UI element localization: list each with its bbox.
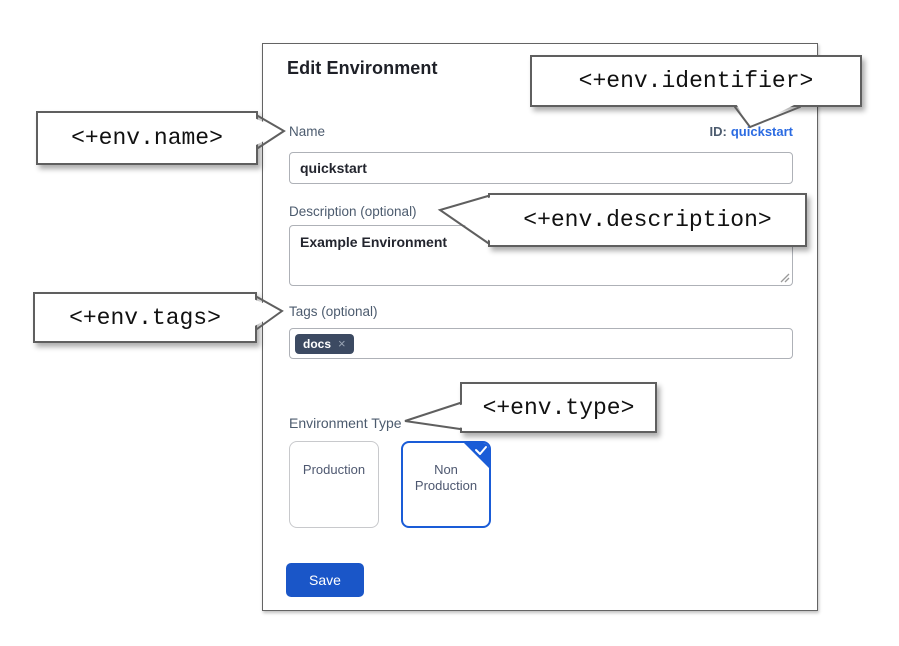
environment-type-options: Production Non Production bbox=[289, 441, 491, 528]
description-label: Description (optional) bbox=[289, 204, 417, 219]
callout-env-type: <+env.type> bbox=[460, 382, 657, 433]
callout-env-identifier-text: <+env.identifier> bbox=[578, 68, 814, 94]
type-card-non-production[interactable]: Non Production bbox=[401, 441, 491, 528]
id-label: ID: bbox=[709, 124, 727, 139]
id-field: ID:quickstart bbox=[710, 124, 793, 139]
callout-env-description-pointer bbox=[437, 195, 492, 244]
callout-env-name-text: <+env.name> bbox=[71, 125, 223, 151]
resize-handle-icon[interactable] bbox=[780, 273, 790, 283]
id-value-link[interactable]: quickstart bbox=[730, 124, 793, 139]
dialog-title: Edit Environment bbox=[287, 58, 438, 78]
tags-input[interactable]: docs × bbox=[289, 328, 793, 359]
callout-env-description-text: <+env.description> bbox=[523, 207, 772, 233]
callout-env-type-pointer bbox=[404, 402, 464, 430]
name-input[interactable] bbox=[289, 152, 793, 184]
selected-corner-badge bbox=[464, 443, 489, 468]
tags-label: Tags (optional) bbox=[289, 304, 378, 319]
tag-chip: docs × bbox=[295, 333, 354, 354]
tag-chip-label: docs bbox=[303, 336, 332, 351]
edit-environment-dialog: Edit Environment Name ID:quickstart Desc… bbox=[262, 43, 818, 611]
check-icon bbox=[475, 446, 487, 455]
type-card-production[interactable]: Production bbox=[289, 441, 379, 528]
callout-env-tags: <+env.tags> bbox=[33, 292, 257, 343]
callout-env-description: <+env.description> bbox=[488, 193, 807, 247]
type-card-non-production-label: Non Production bbox=[414, 462, 478, 494]
callout-env-name-pointer bbox=[252, 115, 286, 149]
callout-env-identifier: <+env.identifier> bbox=[530, 55, 862, 107]
name-label: Name bbox=[289, 124, 326, 139]
callout-env-type-text: <+env.type> bbox=[482, 394, 635, 421]
remove-tag-icon[interactable]: × bbox=[338, 336, 346, 351]
callout-env-tags-text: <+env.tags> bbox=[69, 304, 221, 331]
callout-env-tags-pointer bbox=[251, 296, 284, 330]
save-button[interactable]: Save bbox=[286, 563, 364, 597]
type-card-production-label: Production bbox=[302, 462, 366, 477]
environment-type-label: Environment Type bbox=[289, 415, 402, 431]
callout-env-name: <+env.name> bbox=[36, 111, 258, 165]
name-id-row: Name ID:quickstart bbox=[289, 124, 793, 139]
callout-env-identifier-pointer bbox=[734, 102, 801, 129]
